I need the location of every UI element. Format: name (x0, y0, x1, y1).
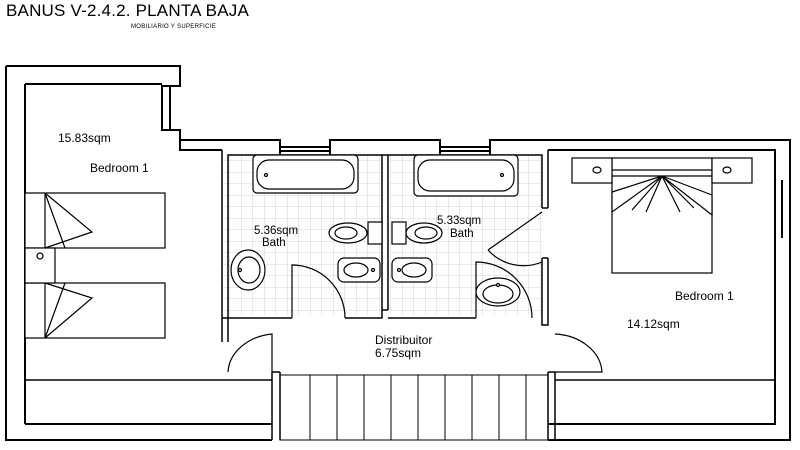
bidet-left (337, 257, 381, 283)
sink-left (230, 249, 266, 291)
bath-right-area: 5.33sqm (437, 215, 481, 227)
bath-right-name: Bath (450, 228, 474, 240)
toilet-left (328, 221, 383, 245)
toilet-right (391, 221, 443, 245)
door-swings (227, 211, 603, 373)
plan-title: BANUS V-2.4.2. PLANTA BAJA (6, 1, 249, 20)
interior-walls (25, 150, 775, 440)
bedroom-left-name: Bedroom 1 (90, 161, 149, 175)
bed-left-upper (24, 192, 166, 249)
bedroom-left-area: 15.83sqm (58, 131, 111, 145)
distributor-area: 6.75sqm (375, 346, 421, 360)
plan-subtitle: MOBILIARIO Y SUPERFICIE (131, 24, 217, 30)
nightstand-left (24, 247, 56, 284)
bathtub-left (252, 154, 359, 194)
sink-right (475, 277, 521, 307)
bathtub-right (413, 154, 519, 197)
bed-left-lower (24, 282, 166, 339)
bidet-right (391, 257, 433, 283)
staircase (279, 374, 549, 441)
distributor-name: Distribuitor (375, 333, 432, 347)
bath-left-area: 5.36sqm (254, 225, 298, 237)
bedroom-right-area: 14.12sqm (627, 317, 680, 331)
double-bed-right (611, 157, 713, 274)
nightstands-right (571, 157, 753, 184)
bedroom-right-name: Bedroom 1 (675, 289, 734, 303)
bath-left-name: Bath (262, 237, 286, 249)
